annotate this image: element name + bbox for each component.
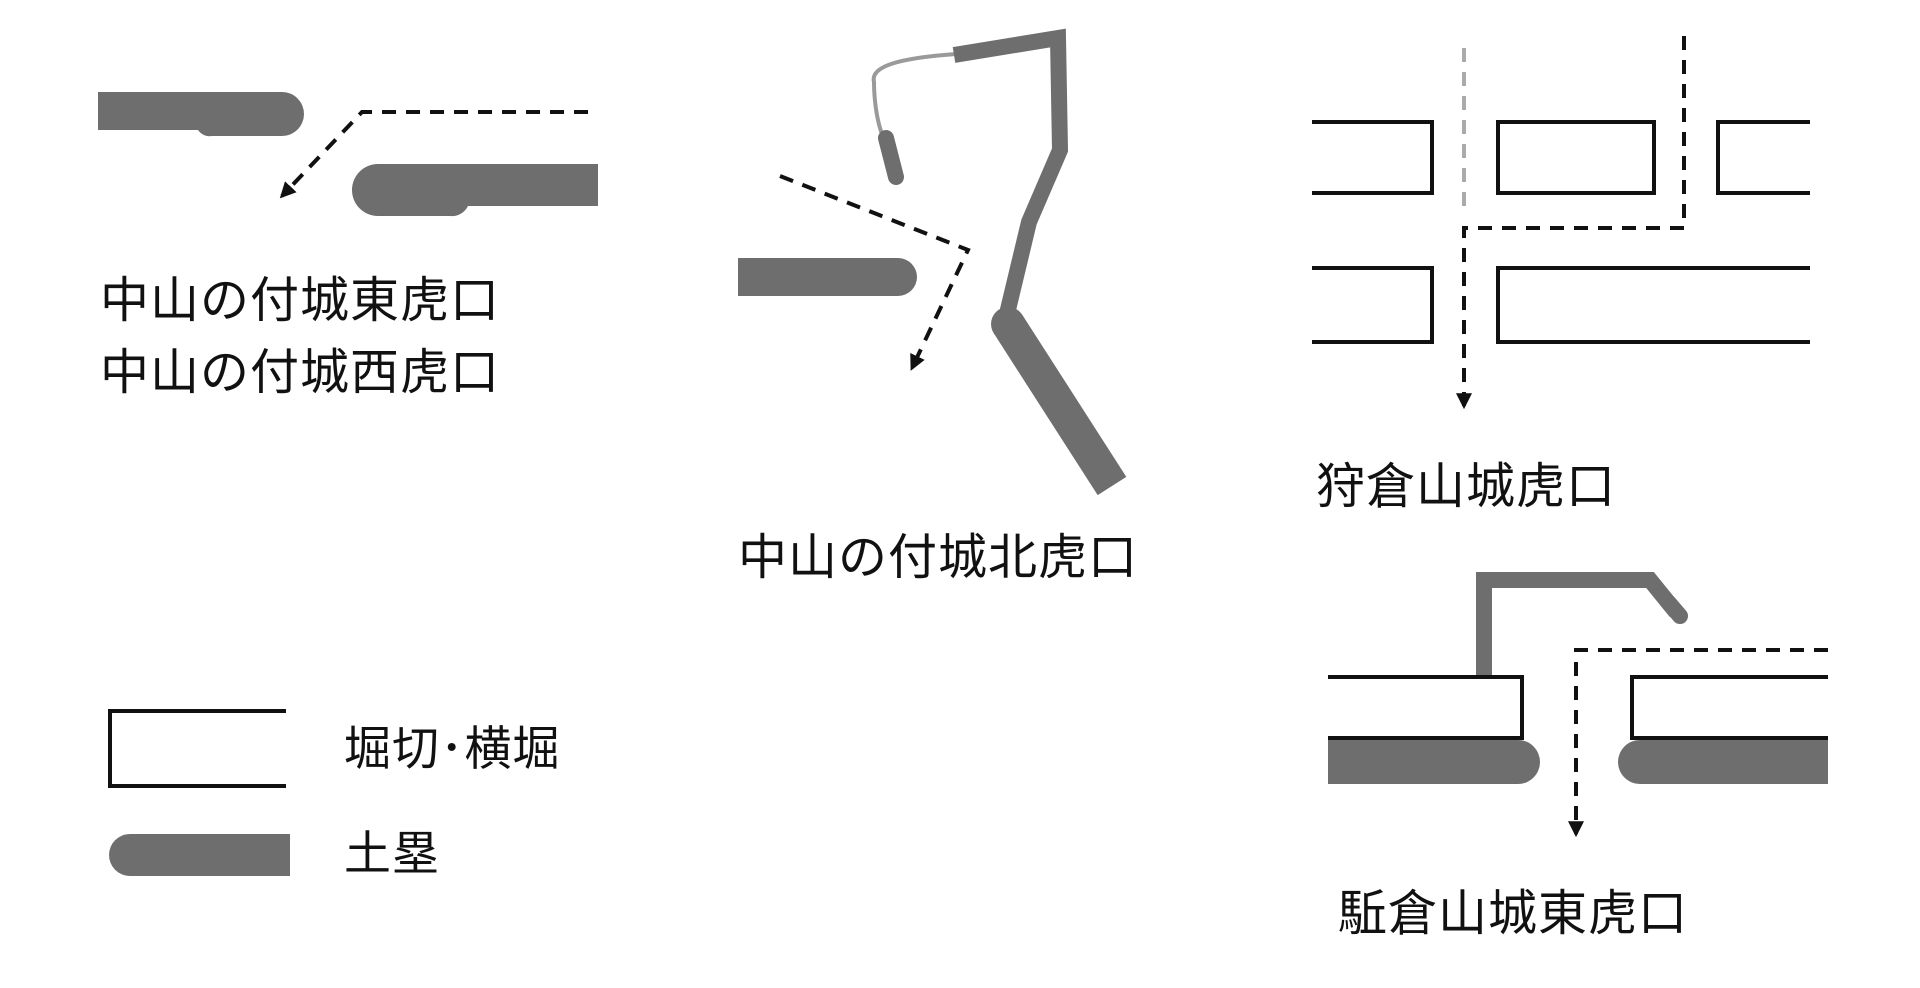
nakayama-north-gate-label: 中山の付城北虎口 bbox=[738, 529, 1139, 586]
earthwork-rampart-end bbox=[991, 307, 1025, 341]
legend-moat-symbol bbox=[108, 709, 286, 788]
entry-route-arrow bbox=[1568, 648, 1828, 838]
nakayama-east-west-diagram bbox=[98, 92, 598, 217]
entry-route-arrow bbox=[279, 110, 588, 199]
legend-moat-label: 堀切･横堀 bbox=[344, 722, 561, 777]
chukurayama-east-diagram bbox=[1328, 572, 1828, 838]
moat-outline bbox=[1328, 675, 1524, 740]
earthwork-rampart bbox=[738, 258, 917, 296]
earthwork-rampart bbox=[952, 28, 1069, 320]
entry-route-arrow bbox=[1456, 36, 1686, 410]
moat-outline bbox=[1496, 120, 1656, 195]
earthwork-rampart bbox=[352, 164, 598, 217]
legend bbox=[108, 709, 290, 876]
entry-route-arrow bbox=[779, 174, 971, 371]
earthwork-rampart bbox=[98, 92, 304, 137]
moat-outline bbox=[1312, 120, 1434, 195]
karikurayama-diagram bbox=[1312, 36, 1810, 410]
nakayama-west-gate-label: 中山の付城西虎口 bbox=[100, 344, 501, 401]
moat-outline bbox=[1716, 120, 1810, 195]
earthwork-rampart-end bbox=[1660, 594, 1688, 624]
legend-earthwork-label: 土塁 bbox=[344, 827, 440, 882]
moat-outline bbox=[1630, 675, 1828, 740]
thin-earthwork-line bbox=[871, 52, 957, 135]
earthwork-rampart bbox=[993, 314, 1127, 496]
chukurayama-east-gate-label: 駈倉山城東虎口 bbox=[1338, 885, 1689, 942]
nakayama-east-gate-label: 中山の付城東虎口 bbox=[100, 272, 501, 329]
legend-earthwork-symbol bbox=[109, 834, 290, 876]
earthwork-rampart bbox=[1618, 740, 1828, 784]
earthwork-rampart bbox=[1328, 740, 1540, 784]
earthwork-stub bbox=[878, 130, 904, 185]
nakayama-north-diagram bbox=[738, 28, 1127, 496]
karikurayama-gate-label: 狩倉山城虎口 bbox=[1316, 458, 1617, 515]
moat-outline bbox=[1496, 266, 1810, 344]
moat-outline bbox=[1312, 266, 1434, 344]
earthwork-rampart bbox=[1476, 572, 1683, 676]
